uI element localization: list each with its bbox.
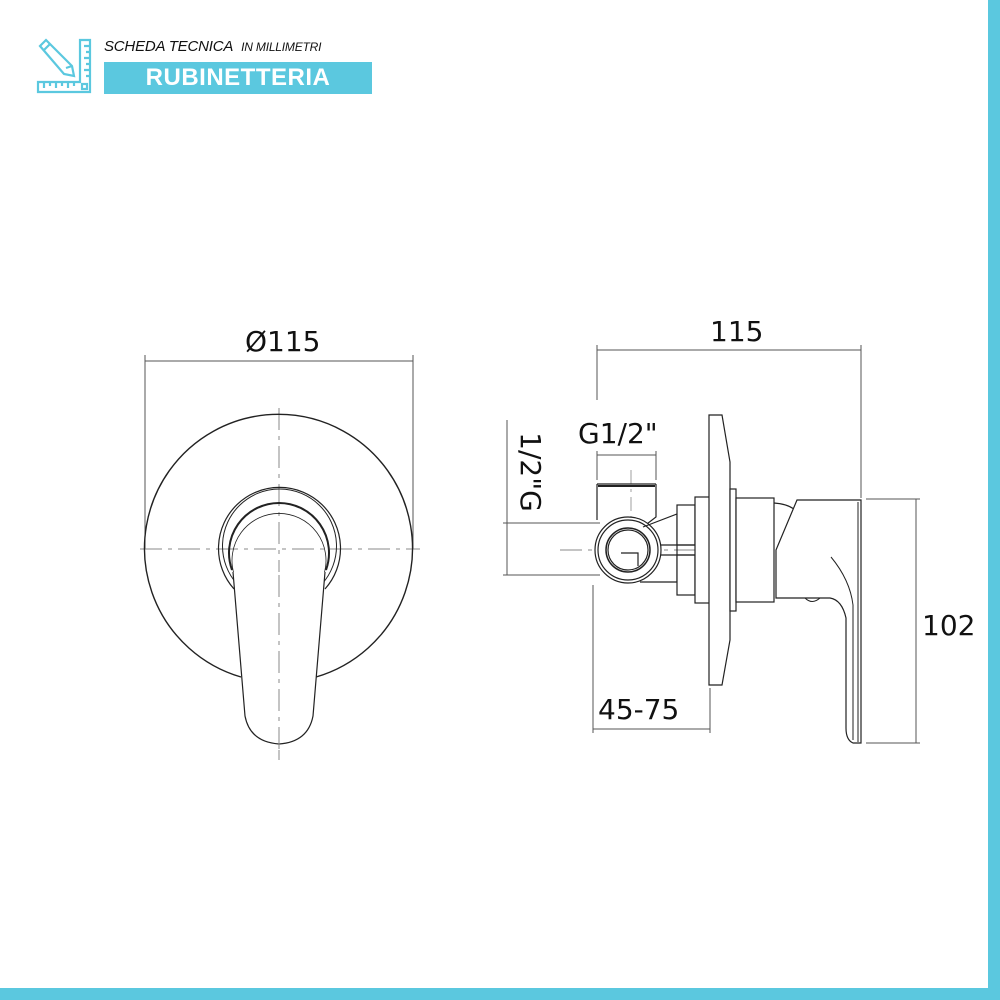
category-label: RUBINETTERIA (145, 64, 331, 91)
rosette-side (708, 414, 731, 686)
sleeve (735, 497, 775, 603)
handle-hub (217, 486, 342, 590)
frame-border-bottom (0, 988, 1000, 1000)
thread-top-dimension (596, 451, 657, 480)
valve-body-upper (676, 504, 696, 546)
height-label: 102 (922, 609, 976, 642)
thread-top-label: G1/2" (578, 417, 658, 450)
diameter-label: Ø115 (245, 325, 321, 358)
depth-label: 115 (710, 315, 764, 348)
thread-side-label: 1/2"G (513, 432, 547, 512)
unit-note: IN MILLIMETRI (241, 40, 322, 54)
thread-side-dimension (503, 420, 600, 576)
height-dimension (866, 498, 920, 744)
install-depth-label: 45-75 (598, 693, 680, 726)
ruler-pencil-icon (36, 38, 92, 94)
side-view (503, 345, 920, 744)
category-banner: RUBINETTERIA (104, 62, 372, 94)
rosette-circle (143, 413, 414, 678)
install-depth-dimension (592, 585, 711, 733)
lever-side (775, 499, 862, 744)
header: SCHEDA TECNICA IN MILLIMETRI RUBINETTERIA (36, 38, 376, 98)
frame-border-right (988, 0, 1000, 1000)
front-centerlines (140, 408, 420, 760)
inlet-nut-outer (594, 516, 662, 584)
depth-dimension (596, 345, 862, 498)
datasheet-title: SCHEDA TECNICA (104, 38, 234, 55)
front-view (140, 355, 420, 760)
valve-body-lower (676, 554, 696, 596)
header-subtitle: SCHEDA TECNICA IN MILLIMETRI (104, 38, 321, 56)
diameter-dimension (144, 355, 414, 549)
